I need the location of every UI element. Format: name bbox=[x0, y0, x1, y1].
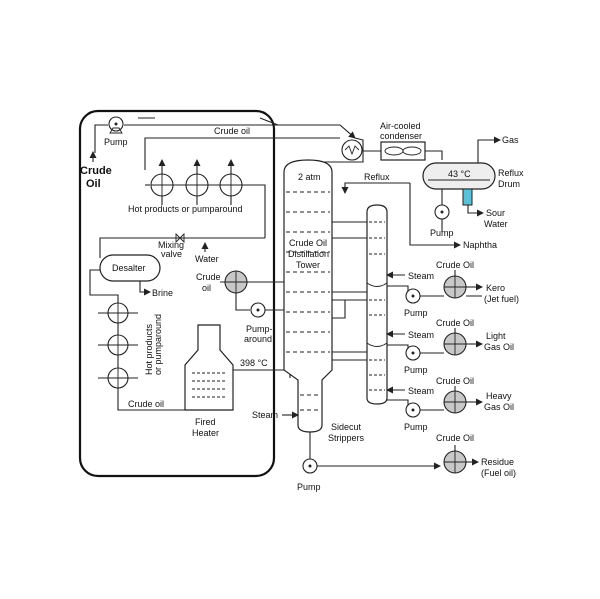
label-mixing-valve-2: valve bbox=[161, 249, 182, 259]
label-drum-temp: 43 °C bbox=[448, 169, 471, 179]
desalter-vessel bbox=[89, 254, 161, 305]
label-crude-oil-feed: Crude bbox=[80, 165, 112, 177]
label-hot-products-top: Hot products or pumparound bbox=[128, 204, 243, 214]
label-crude-oil-hx2: Crude Oil bbox=[436, 318, 474, 328]
label-pump-reflux: Pump bbox=[430, 228, 454, 238]
label-brine: Brine bbox=[152, 288, 173, 298]
label-steam-3: Steam bbox=[408, 386, 434, 396]
label-crude-oil-hx3: Crude Oil bbox=[436, 376, 474, 386]
label-steam-tower: Steam bbox=[252, 410, 278, 420]
label-kero-1: Kero bbox=[486, 283, 505, 293]
label-reflux-drum-1: Reflux bbox=[498, 168, 524, 178]
label-pumparound-1: Pump- bbox=[246, 324, 273, 334]
label-pump-hgo: Pump bbox=[404, 422, 428, 432]
label-steam-2: Steam bbox=[408, 330, 434, 340]
air-cooled-condenser bbox=[341, 139, 443, 161]
label-reflux: Reflux bbox=[364, 172, 390, 182]
label-crude-oil-bottom: Crude oil bbox=[128, 399, 164, 409]
label-reflux-drum-2: Drum bbox=[498, 179, 520, 189]
label-sidecut-2: Strippers bbox=[328, 433, 365, 443]
label-hgo-1: Heavy bbox=[486, 391, 512, 401]
label-sour-water-1: Sour bbox=[486, 208, 505, 218]
label-pumparound-2: around bbox=[244, 334, 272, 344]
lgo-product-train bbox=[405, 328, 483, 361]
label-kero-2: (Jet fuel) bbox=[484, 294, 519, 304]
label-air-cooled-1: Air-cooled bbox=[380, 121, 421, 131]
hot-products-exchangers-top bbox=[145, 159, 243, 205]
label-pump-kero: Pump bbox=[404, 308, 428, 318]
hgo-product-train bbox=[405, 386, 483, 418]
label-steam-1: Steam bbox=[408, 271, 434, 281]
label-tower-1: Crude Oil bbox=[289, 238, 327, 248]
kero-product-train bbox=[405, 270, 483, 304]
label-residue-1: Residue bbox=[481, 457, 514, 467]
label-naphtha: Naphtha bbox=[463, 240, 497, 250]
label-fired-heater-2: Heater bbox=[192, 428, 219, 438]
label-crude-oil-feed2: Oil bbox=[86, 178, 101, 190]
label-crude-oil-hx1: Crude Oil bbox=[436, 260, 474, 270]
label-pump-bottom: Pump bbox=[297, 482, 321, 492]
label-crude-oil-line: Crude oil bbox=[214, 126, 250, 136]
label-hot-products-side-1: Hot products bbox=[144, 323, 154, 375]
label-water: Water bbox=[195, 254, 219, 264]
label-lgo-2: Gas Oil bbox=[484, 342, 514, 352]
label-tower-2: Distillation bbox=[288, 249, 329, 259]
reflux-drum bbox=[341, 136, 501, 249]
label-hot-products-side-2: or pumparound bbox=[153, 314, 163, 375]
label-residue-2: (Fuel oil) bbox=[481, 468, 516, 478]
mixing-valve bbox=[99, 232, 265, 258]
label-sour-water-2: Water bbox=[484, 219, 508, 229]
label-mixing-valve-1: Mixing bbox=[158, 240, 184, 250]
label-tower-3: Tower bbox=[296, 260, 320, 270]
pumparound-exchanger bbox=[220, 270, 290, 318]
label-sidecut-1: Sidecut bbox=[331, 422, 362, 432]
label-pump-top: Pump bbox=[104, 137, 128, 147]
pump-top-icon bbox=[108, 116, 124, 134]
label-fired-heater-1: Fired bbox=[195, 417, 216, 427]
label-hgo-2: Gas Oil bbox=[484, 402, 514, 412]
label-pump-lgo: Pump bbox=[404, 365, 428, 375]
residue-product-train bbox=[443, 445, 479, 474]
hot-products-exchangers-side bbox=[98, 302, 185, 411]
label-air-cooled-2: condenser bbox=[380, 131, 422, 141]
crude-preheat-section-box bbox=[78, 109, 276, 478]
crude-oil-line-top bbox=[144, 137, 340, 238]
label-crude-oil-mid-1: Crude bbox=[196, 272, 221, 282]
label-temp-398: 398 °C bbox=[240, 358, 268, 368]
label-crude-oil-mid-2: oil bbox=[202, 283, 211, 293]
label-tower-top: 2 atm bbox=[298, 172, 321, 182]
distillation-tower bbox=[282, 159, 441, 474]
sidecut-strippers bbox=[332, 204, 409, 410]
label-crude-oil-hx4: Crude Oil bbox=[436, 433, 474, 443]
label-lgo-1: Light bbox=[486, 331, 506, 341]
label-desalter: Desalter bbox=[112, 263, 146, 273]
label-gas: Gas bbox=[502, 135, 519, 145]
